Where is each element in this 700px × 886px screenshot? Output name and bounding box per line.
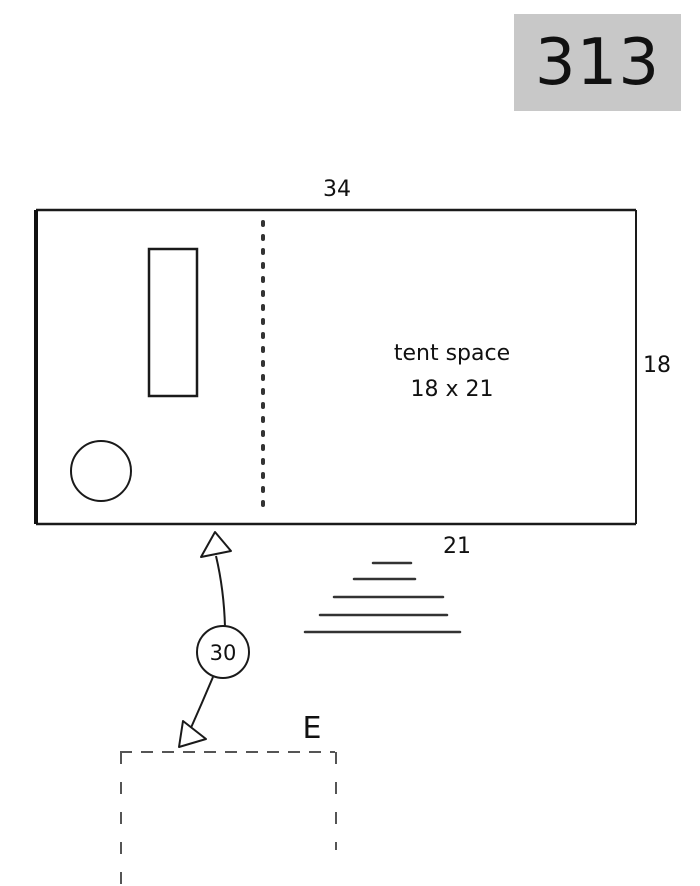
- site-number-badge: 313: [514, 14, 681, 111]
- arrow-path-upper: [215, 555, 226, 628]
- arrow-head-up-icon: [200, 531, 232, 558]
- tent-space-size-label: 18 x 21: [411, 377, 494, 402]
- right-dimension-label: 18: [643, 353, 671, 378]
- distance-marker-circle: [196, 625, 250, 679]
- parking-label: E: [303, 711, 322, 746]
- bottom-dimension-label: 21: [443, 534, 471, 559]
- arrow-head-down-icon: [178, 720, 207, 748]
- arrow-path-lower: [189, 676, 214, 731]
- tent-space-label: tent space: [394, 341, 510, 366]
- campsite-pad: [34, 208, 637, 526]
- slope-indicator-icon: [303, 561, 462, 634]
- top-dimension-label: 34: [323, 177, 351, 202]
- distance-marker-label: 30: [210, 641, 237, 665]
- distance-arrow: 30: [178, 531, 250, 748]
- parking-area: E: [120, 711, 337, 886]
- fire-ring-icon: [70, 440, 132, 502]
- site-number: 313: [534, 25, 661, 100]
- picnic-table-icon: [147, 247, 199, 398]
